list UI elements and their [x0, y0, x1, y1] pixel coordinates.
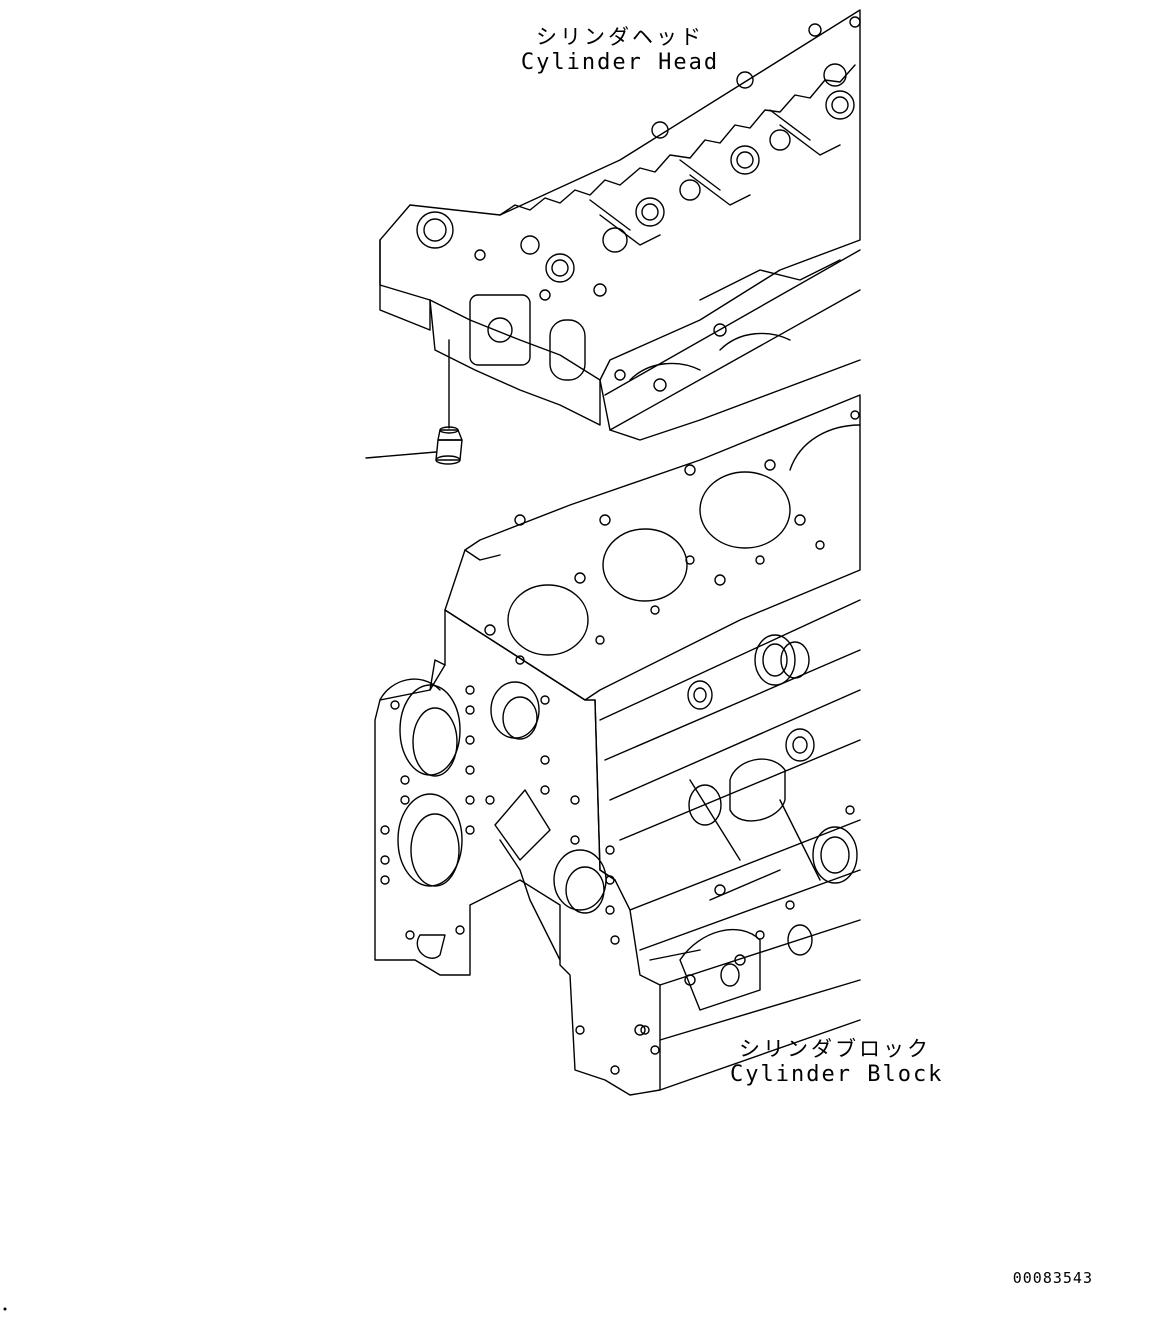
cylinder-head-label-ja: シリンダヘッド: [536, 25, 704, 49]
drawing-number: 00083543: [1012, 1269, 1093, 1287]
plug-leader-line: [365, 451, 437, 459]
plug-part[interactable]: [435, 426, 463, 465]
cylinder-head-label-en: Cylinder Head: [520, 50, 720, 75]
cylinder-block-label: シリンダブロック Cylinder Block: [730, 1036, 944, 1088]
stray-mark: [3, 1307, 7, 1311]
cylinder-head-label: シリンダヘッド Cylinder Head: [520, 24, 720, 76]
cylinder-block-drawing: [374, 394, 861, 1096]
cylinder-block-label-ja: シリンダブロック: [739, 1037, 931, 1061]
cylinder-head-drawing: [379, 9, 861, 441]
cylinder-block-label-en: Cylinder Block: [730, 1062, 944, 1087]
